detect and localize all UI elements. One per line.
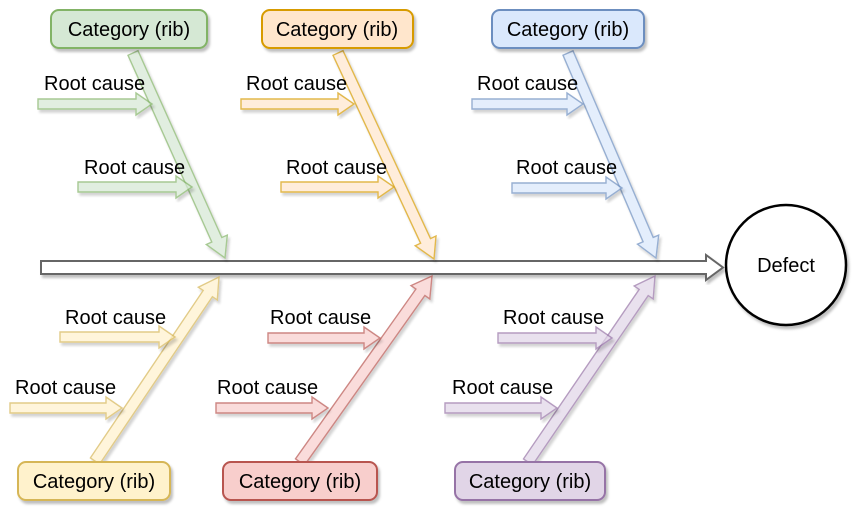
category-label: Category (rib) [276, 19, 398, 41]
cause-arrow [77, 174, 194, 200]
category-box [454, 461, 606, 501]
cause-label: Root cause [84, 157, 185, 179]
cause-arrow [280, 174, 396, 200]
cause-label: Root cause [44, 73, 145, 95]
category-label: Category (rib) [68, 19, 190, 41]
cause-label: Root cause [516, 157, 617, 179]
cause-label: Root cause [477, 73, 578, 95]
cause-arrow [497, 325, 614, 351]
cause-label: Root cause [65, 307, 166, 329]
cause-arrow [511, 175, 624, 201]
category-section-top-2: Root cause Root cause Category (rib) [240, 9, 437, 261]
category-label: Category (rib) [239, 471, 361, 493]
defect-label: Defect [757, 255, 815, 277]
rib-arrow [294, 274, 433, 467]
rib-arrow [562, 49, 660, 260]
cause-arrow [444, 395, 559, 421]
category-section-top-3: Root cause Root cause Category (rib) [471, 9, 660, 260]
category-label: Category (rib) [33, 471, 155, 493]
cause-arrow [9, 395, 124, 421]
cause-label: Root cause [452, 377, 553, 399]
spine-arrow [40, 253, 725, 282]
cause-arrow [59, 324, 177, 350]
rib-arrow [89, 275, 220, 466]
category-label: Category (rib) [507, 19, 629, 41]
cause-label: Root cause [246, 73, 347, 95]
category-box [261, 9, 414, 49]
defect-node [724, 203, 848, 327]
cause-arrow [240, 91, 356, 117]
cause-label: Root cause [270, 307, 371, 329]
rib-arrow [522, 274, 656, 467]
rib-arrow [127, 49, 229, 260]
category-section-top-1: Root cause Root cause Category (rib) [37, 9, 229, 260]
cause-arrow [215, 395, 330, 421]
category-section-bottom-3: Root cause Root cause Category (rib) [444, 274, 656, 501]
category-box [491, 9, 645, 49]
rib-arrow [332, 49, 437, 261]
category-label: Category (rib) [469, 471, 591, 493]
cause-arrow [37, 91, 154, 117]
cause-label: Root cause [503, 307, 604, 329]
category-section-bottom-1: Root cause Root cause Category (rib) [9, 275, 220, 501]
category-section-bottom-2: Root cause Root cause Category (rib) [215, 274, 433, 501]
cause-arrow [267, 325, 382, 351]
cause-label: Root cause [286, 157, 387, 179]
cause-label: Root cause [15, 377, 116, 399]
category-box [222, 461, 378, 501]
cause-label: Root cause [217, 377, 318, 399]
category-box [50, 9, 208, 49]
category-box [17, 461, 171, 501]
cause-arrow [471, 91, 585, 117]
